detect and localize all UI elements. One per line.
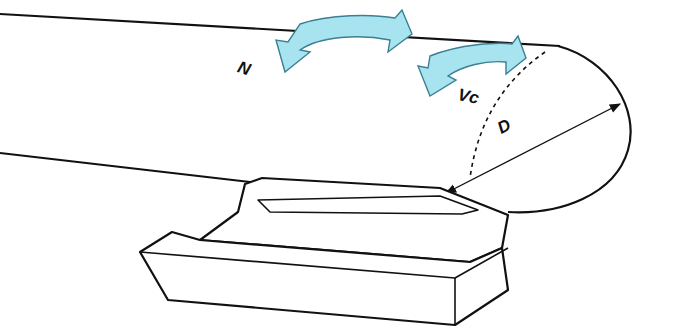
cutting-speed-arrow — [418, 36, 526, 96]
diameter-label: D — [495, 116, 514, 137]
cutting-speed-label: Vc — [456, 86, 480, 107]
rotation-label: N — [236, 59, 253, 79]
workpiece-bottom-edge — [0, 153, 250, 182]
diameter-dimension — [446, 104, 620, 193]
tool-shank-edge — [140, 248, 508, 278]
tool-shank — [140, 232, 508, 325]
cutting-tool — [140, 178, 508, 325]
tool-shank-corner — [454, 278, 456, 325]
tool-cutting-edge — [258, 196, 478, 214]
rotation-arrow — [276, 10, 412, 72]
